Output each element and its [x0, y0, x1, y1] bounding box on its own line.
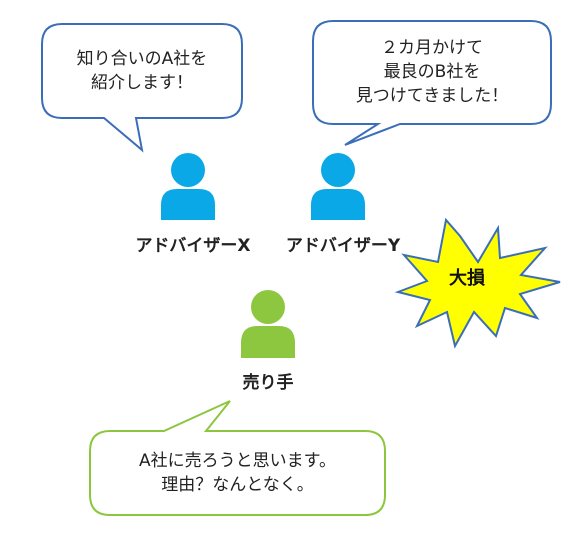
- loss-burst: [394, 217, 561, 349]
- advisor-y-speech: ２カ月かけて 最良のB社を 見つけてきました！: [313, 36, 551, 108]
- speech-bubble-seller: [89, 400, 386, 516]
- speech-line: 最良のB社を: [383, 62, 481, 82]
- loss-label: 大損: [449, 268, 485, 289]
- seller-speech: A社に売ろうと思います。 理由？なんとなく。: [90, 449, 385, 497]
- speech-line: ２カ月かけて: [381, 38, 483, 58]
- speech-line: 見つけてきました！: [355, 86, 509, 106]
- advisor-x-label: アドバイザーX: [135, 236, 251, 256]
- person-icon: [311, 153, 365, 220]
- speech-line: 理由？なんとなく。: [161, 475, 314, 495]
- speech-bubble-advisor-x: [41, 23, 243, 153]
- advisor-x-speech: 知り合いのA社を 紹介します！: [42, 47, 242, 95]
- seller-label: 売り手: [242, 373, 294, 393]
- person-icon: [161, 153, 215, 220]
- speech-bubble-advisor-y: [312, 20, 552, 146]
- speech-line: 紹介します！: [91, 73, 193, 93]
- person-icon: [241, 290, 295, 358]
- speech-line: 知り合いのA社を: [76, 49, 208, 69]
- advisor-y-label: アドバイザーY: [285, 236, 401, 256]
- speech-line: A社に売ろうと思います。: [139, 451, 336, 471]
